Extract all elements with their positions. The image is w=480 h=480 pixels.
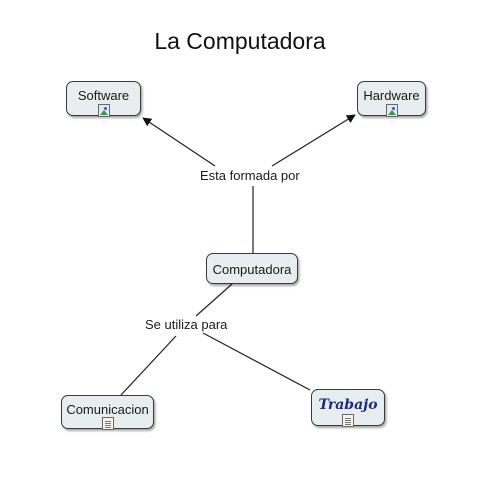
edge-computadora-utiliza — [195, 283, 233, 317]
link-label-esta-formada-por: Esta formada por — [198, 168, 302, 183]
edge-formada-software — [142, 117, 216, 167]
node-trabajo-label: Trabajo — [318, 397, 378, 413]
link-label-se-utiliza-para: Se utiliza para — [143, 317, 230, 332]
node-hardware[interactable]: Hardware — [357, 81, 426, 117]
map-title: La Computadora — [154, 28, 326, 54]
edge-formada-hardware — [271, 114, 356, 167]
node-software-label: Software — [77, 88, 130, 103]
edge-utiliza-trabajo — [202, 332, 311, 391]
edge-utiliza-comunicacion — [120, 335, 177, 396]
node-software[interactable]: Software — [66, 81, 141, 117]
document-icon[interactable] — [101, 417, 114, 430]
image-icon[interactable] — [97, 104, 110, 117]
node-computadora[interactable]: Computadora — [206, 253, 298, 284]
node-comunicacion-label: Comunicacion — [66, 402, 149, 417]
node-trabajo[interactable]: Trabajo — [311, 389, 385, 427]
node-comunicacion[interactable]: Comunicacion — [61, 395, 154, 430]
node-hardware-label: Hardware — [363, 88, 420, 103]
document-icon[interactable] — [342, 414, 354, 427]
node-computadora-label: Computadora — [212, 262, 292, 277]
image-icon[interactable] — [385, 104, 398, 117]
